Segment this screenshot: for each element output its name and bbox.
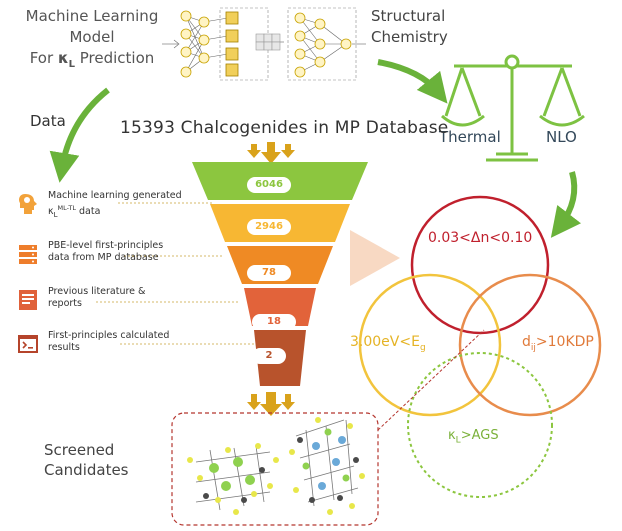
nlo-arrow [550, 171, 582, 238]
gold-arrow [247, 144, 261, 158]
chemistry-arrow [377, 59, 448, 104]
criterion-kl-circle [407, 352, 553, 498]
document-icon [19, 290, 37, 310]
funnel-value-5: 2 [252, 348, 286, 364]
balance-scale-icon [440, 54, 585, 162]
ml-model-title: Machine Learning Model For κL Prediction [18, 6, 166, 75]
criterion-dn-label: 0.03<Δn<0.10 [428, 230, 533, 246]
gold-arrow [281, 144, 295, 158]
gold-arrow [281, 394, 295, 410]
criterion-eg-circle [358, 273, 502, 417]
ml-title-line2: Model [69, 28, 115, 46]
criterion-dn-circle [410, 195, 550, 335]
thermal-label: Thermal [439, 128, 501, 146]
funnel-value-1: 6046 [247, 177, 291, 193]
server-icon [19, 245, 37, 264]
terminal-icon [18, 335, 38, 353]
database-title: 15393 Chalcogenides in MP Database [120, 118, 449, 138]
criterion-kl-label: κL>AGS [448, 428, 499, 446]
funnel-value-4: 18 [252, 314, 296, 330]
funnel-value-2: 2946 [247, 219, 291, 235]
nlo-label: NLO [546, 128, 577, 146]
candidates-frame [171, 412, 379, 526]
ml-title-line1: Machine Learning [25, 7, 159, 25]
venn-diagram [358, 195, 602, 498]
funnel-value-3: 78 [247, 265, 291, 281]
data-arrow [49, 87, 110, 183]
criterion-dij-label: dij>10KDP [522, 334, 594, 353]
criterion-eg-label: 3.00eV<Eg [350, 334, 426, 353]
structural-chemistry-label: Structural Chemistry [371, 7, 448, 46]
source-literature: Previous literature & reports [16, 286, 196, 320]
crystal-structure-1 [187, 443, 279, 515]
source-first-principles: First-principles calculated results [16, 330, 196, 364]
neural-network-diagram [162, 7, 366, 81]
crystal-structure-2 [289, 417, 365, 515]
criterion-dij-circle [458, 273, 602, 417]
gold-arrow [247, 394, 261, 410]
brain-head-icon [19, 194, 37, 214]
source-mp-database: PBE-level first-principles data from MP … [16, 240, 196, 274]
funnel-projection [350, 230, 400, 286]
data-label: Data [30, 112, 66, 130]
candidate-link-line [377, 329, 485, 431]
source-ml-data: Machine learning generated κLML-TL data [16, 190, 196, 224]
screened-candidates-label: Screened Candidates [44, 441, 129, 479]
gold-arrow [261, 142, 281, 164]
ml-title-line3: For κL Prediction [29, 49, 155, 70]
gold-arrow [260, 392, 282, 416]
